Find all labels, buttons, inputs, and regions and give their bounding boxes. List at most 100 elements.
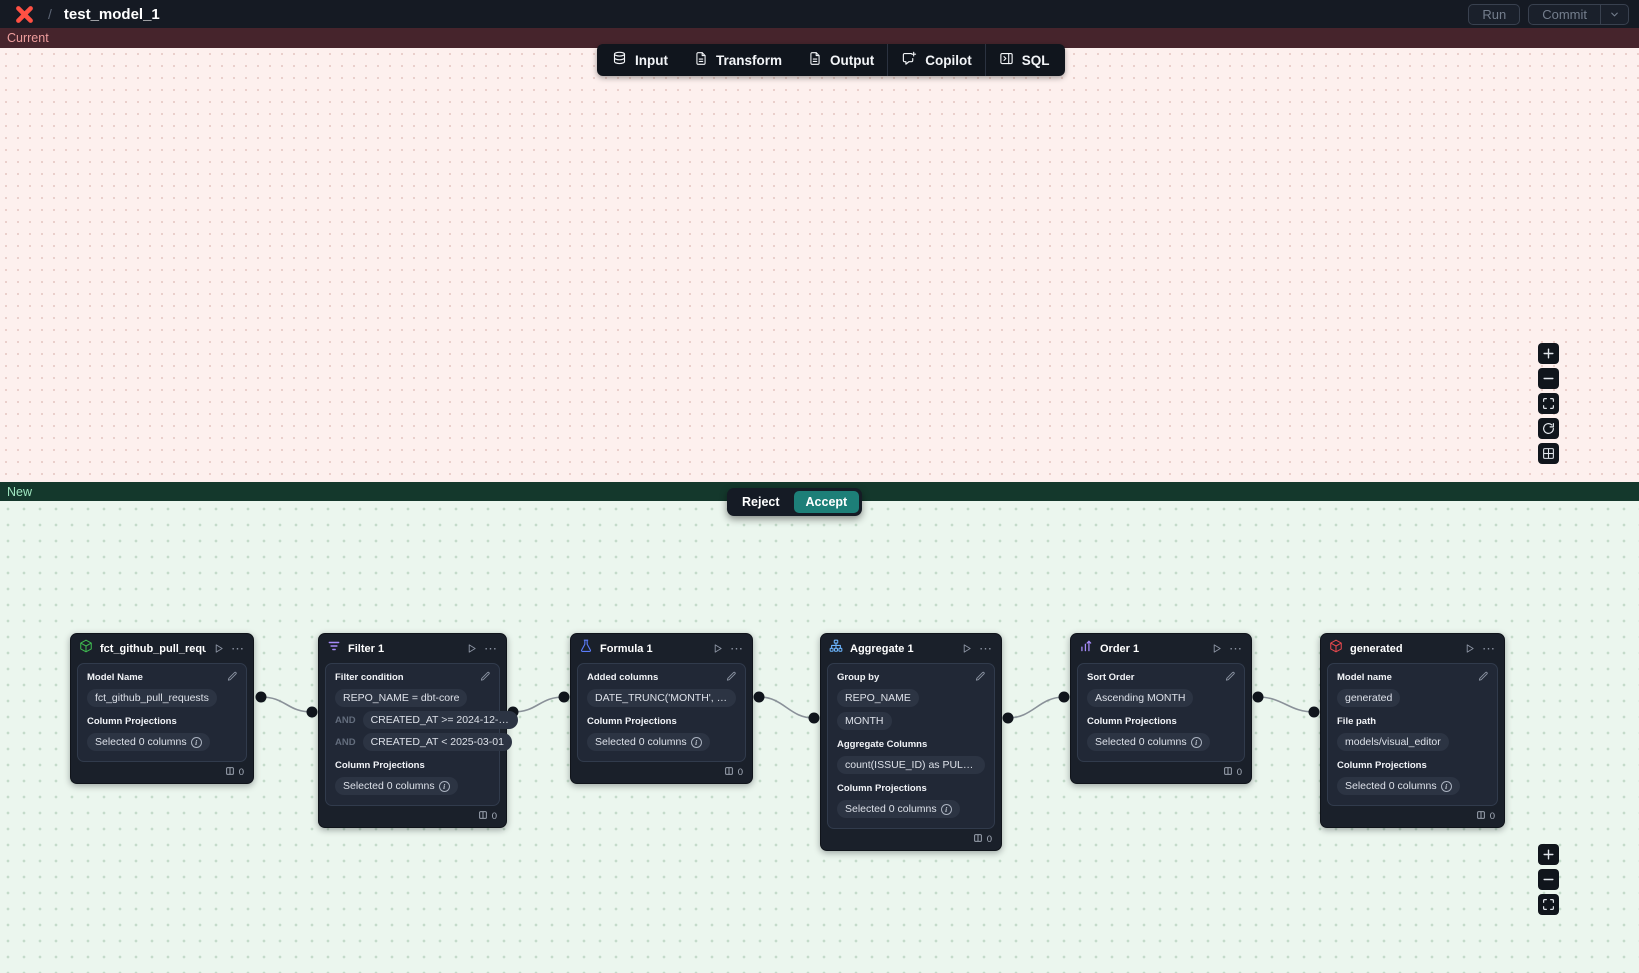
columns-icon	[724, 766, 734, 779]
node-menu-icon[interactable]: ⋯	[484, 640, 498, 656]
edge	[260, 696, 313, 713]
edit-pencil-icon[interactable]	[1478, 671, 1489, 682]
port-handle	[1308, 706, 1320, 718]
info-icon: i	[190, 736, 202, 748]
node-formula-1[interactable]: Formula 1 ⋯ Added columns DATE_TRUNC('MO…	[570, 633, 753, 784]
run-node-icon[interactable]	[466, 643, 477, 654]
port-handle	[1058, 691, 1070, 703]
minimap-icon[interactable]	[1538, 443, 1559, 464]
info-icon: i	[438, 780, 450, 792]
reject-button[interactable]: Reject	[742, 495, 780, 509]
edit-pencil-icon[interactable]	[975, 671, 986, 682]
node-title: generated	[1350, 642, 1403, 655]
run-node-icon[interactable]	[961, 643, 972, 654]
page-title: test_model_1	[63, 5, 160, 23]
section-label: Added columns	[587, 672, 659, 683]
edge	[758, 696, 815, 719]
commit-dropdown-button[interactable]	[1600, 4, 1628, 24]
add-output-button[interactable]: Output	[795, 44, 887, 76]
node-title: Order 1	[1100, 642, 1140, 655]
port-handle	[753, 691, 765, 703]
fit-view-button[interactable]	[1538, 393, 1559, 414]
model-name-chip[interactable]: generated	[1337, 689, 1401, 707]
run-button[interactable]: Run	[1468, 3, 1521, 25]
zoom-out-button[interactable]	[1538, 368, 1559, 389]
chat-plus-icon	[901, 51, 917, 69]
add-transform-button[interactable]: Transform	[681, 44, 795, 76]
current-canvas[interactable]	[0, 48, 1639, 482]
zoom-out-button[interactable]	[1538, 869, 1559, 890]
new-canvas[interactable]: fct_github_pull_requests ⋯ Model Name fc…	[0, 501, 1639, 973]
formula-chip[interactable]: DATE_TRUNC('MONTH', CREATED_AT…	[587, 689, 736, 707]
zoom-in-button[interactable]	[1538, 343, 1559, 364]
filter-condition-chip[interactable]: CREATED_AT >= 2024-12-01	[362, 711, 518, 729]
run-node-icon[interactable]	[712, 643, 723, 654]
refresh-icon[interactable]	[1538, 418, 1559, 439]
node-aggregate-1[interactable]: Aggregate 1 ⋯ Group by REPO_NAME MONTH A…	[820, 633, 1002, 851]
node-menu-icon[interactable]: ⋯	[1229, 640, 1243, 656]
edit-pencil-icon[interactable]	[1225, 671, 1236, 682]
node-fct-github-pull-requests[interactable]: fct_github_pull_requests ⋯ Model Name fc…	[70, 633, 254, 784]
sort-order-chip[interactable]: Ascending MONTH	[1087, 689, 1194, 707]
sql-button[interactable]: SQL	[986, 44, 1063, 76]
database-icon	[612, 51, 627, 69]
edge	[1257, 696, 1315, 713]
edit-pencil-icon[interactable]	[227, 671, 238, 682]
edit-pencil-icon[interactable]	[726, 671, 737, 682]
edit-pencil-icon[interactable]	[480, 671, 491, 682]
add-input-button[interactable]: Input	[599, 44, 681, 76]
section-label: Sort Order	[1087, 672, 1135, 683]
filter-condition-chip[interactable]: REPO_NAME = dbt-core	[335, 689, 468, 707]
input-label: Input	[635, 52, 668, 68]
sort-ascending-icon	[1079, 639, 1093, 658]
aggregate-column-chip[interactable]: count(ISSUE_ID) as PULL_REQUEST_…	[837, 756, 985, 774]
zoom-in-button[interactable]	[1538, 844, 1559, 865]
port-handle	[1252, 691, 1264, 703]
columns-icon	[225, 766, 235, 779]
node-menu-icon[interactable]: ⋯	[730, 640, 744, 656]
node-footer: 0	[571, 764, 752, 783]
file-path-chip[interactable]: models/visual_editor	[1337, 733, 1449, 751]
node-title: Aggregate 1	[850, 642, 914, 655]
section-label: Model Name	[87, 672, 143, 683]
node-order-1[interactable]: Order 1 ⋯ Sort Order Ascending MONTH Col…	[1070, 633, 1252, 784]
group-by-chip[interactable]: REPO_NAME	[837, 689, 919, 707]
current-label: Current	[7, 31, 49, 45]
review-actions: Reject Accept	[727, 488, 863, 516]
columns-icon	[1223, 766, 1233, 779]
section-label: Column Projections	[335, 760, 425, 771]
node-menu-icon[interactable]: ⋯	[1482, 640, 1496, 656]
and-operator: AND	[335, 736, 356, 748]
row-count: 0	[986, 834, 992, 845]
copilot-label: Copilot	[925, 52, 972, 68]
section-label: File path	[1337, 716, 1377, 727]
run-node-icon[interactable]	[213, 643, 224, 654]
section-label: Model name	[1337, 672, 1392, 683]
top-bar: / test_model_1 Run Commit	[0, 0, 1639, 28]
run-node-icon[interactable]	[1211, 643, 1222, 654]
columns-icon	[1476, 810, 1486, 823]
group-by-chip[interactable]: MONTH	[837, 712, 892, 730]
node-menu-icon[interactable]: ⋯	[979, 640, 993, 656]
fit-view-button[interactable]	[1538, 894, 1559, 915]
commit-button[interactable]: Commit	[1542, 6, 1587, 22]
node-generated[interactable]: generated ⋯ Model name generated File pa…	[1320, 633, 1505, 828]
value-chip[interactable]: fct_github_pull_requests	[87, 689, 217, 707]
new-label: New	[7, 484, 33, 499]
copilot-button[interactable]: Copilot	[888, 44, 985, 76]
dbt-logo-icon[interactable]	[15, 5, 34, 24]
accept-button[interactable]: Accept	[793, 491, 860, 513]
run-node-icon[interactable]	[1464, 643, 1475, 654]
node-footer: 0	[821, 831, 1001, 850]
port-handle	[255, 691, 267, 703]
node-filter-1[interactable]: Filter 1 ⋯ Filter condition REPO_NAME = …	[318, 633, 518, 828]
filter-condition-chip[interactable]: CREATED_AT < 2025-03-01	[362, 733, 512, 751]
breadcrumb-separator: /	[48, 6, 52, 22]
node-menu-icon[interactable]: ⋯	[231, 640, 245, 656]
